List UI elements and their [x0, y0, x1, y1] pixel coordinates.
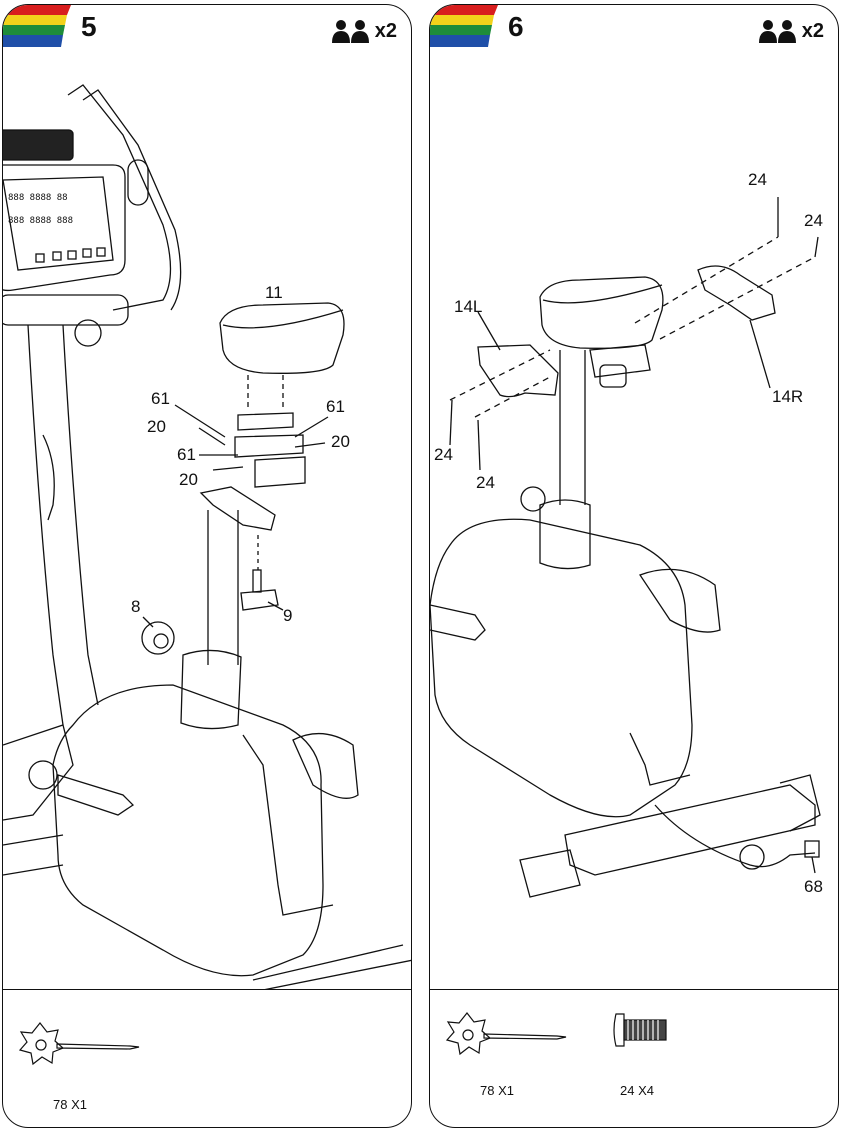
callout-24-lower: 24	[476, 473, 495, 492]
handlebar	[67, 84, 172, 311]
color-stripes	[3, 5, 71, 47]
callout-61-lower: 61	[177, 445, 196, 464]
tool-label-wrench: 78 X1	[53, 1097, 87, 1112]
callout-8: 8	[131, 597, 141, 616]
step-number: 5	[81, 11, 97, 42]
callout-24-left: 24	[434, 445, 453, 464]
two-people-icon	[758, 20, 796, 43]
seat	[539, 276, 664, 349]
holder-14R	[697, 265, 776, 321]
step-number: 6	[508, 11, 524, 42]
bolt-icon	[613, 1013, 667, 1047]
console-illustration: 888 8888 88 888 8888 888	[3, 129, 126, 292]
wrench-icon	[18, 1022, 140, 1066]
people-count: x2	[331, 19, 397, 43]
color-stripes	[430, 5, 498, 47]
callout-20-lower: 20	[179, 470, 198, 489]
callout-9: 9	[283, 606, 293, 625]
people-count: x2	[758, 19, 824, 43]
tool-label-wrench: 78 X1	[480, 1083, 514, 1098]
svg-text:888 8888 888: 888 8888 888	[8, 216, 73, 226]
callout-14R: 14R	[772, 387, 804, 406]
tools-divider	[3, 989, 411, 990]
wrench-icon	[445, 1012, 567, 1056]
callout-14L: 14L	[454, 297, 483, 316]
bike-bottle-holder-drawing	[430, 197, 821, 898]
holder-14L	[477, 344, 559, 398]
bike-seat-assembly-drawing: 888 8888 88 888 8888 888	[3, 84, 411, 989]
callout-61-right: 61	[326, 397, 345, 416]
callout-20-left: 20	[147, 417, 166, 436]
two-people-icon	[331, 20, 369, 43]
step-6-panel: 6 x2	[429, 4, 839, 1128]
callout-24-top: 24	[748, 170, 767, 189]
callout-11: 11	[265, 283, 283, 302]
callout-20-right: 20	[331, 432, 350, 451]
callout-68: 68	[804, 877, 823, 896]
step-5-panel: 5 x2 888 8888 88 888 8888 888	[2, 4, 412, 1128]
callout-61-left: 61	[151, 389, 170, 408]
people-multiplier: x2	[374, 20, 397, 42]
tool-label-bolt: 24 X4	[620, 1083, 654, 1098]
callout-24-right: 24	[804, 211, 823, 230]
seat-11	[219, 302, 345, 374]
svg-text:888 8888 88: 888 8888 88	[8, 193, 68, 203]
tools-divider	[430, 989, 838, 990]
people-multiplier: x2	[801, 20, 824, 42]
